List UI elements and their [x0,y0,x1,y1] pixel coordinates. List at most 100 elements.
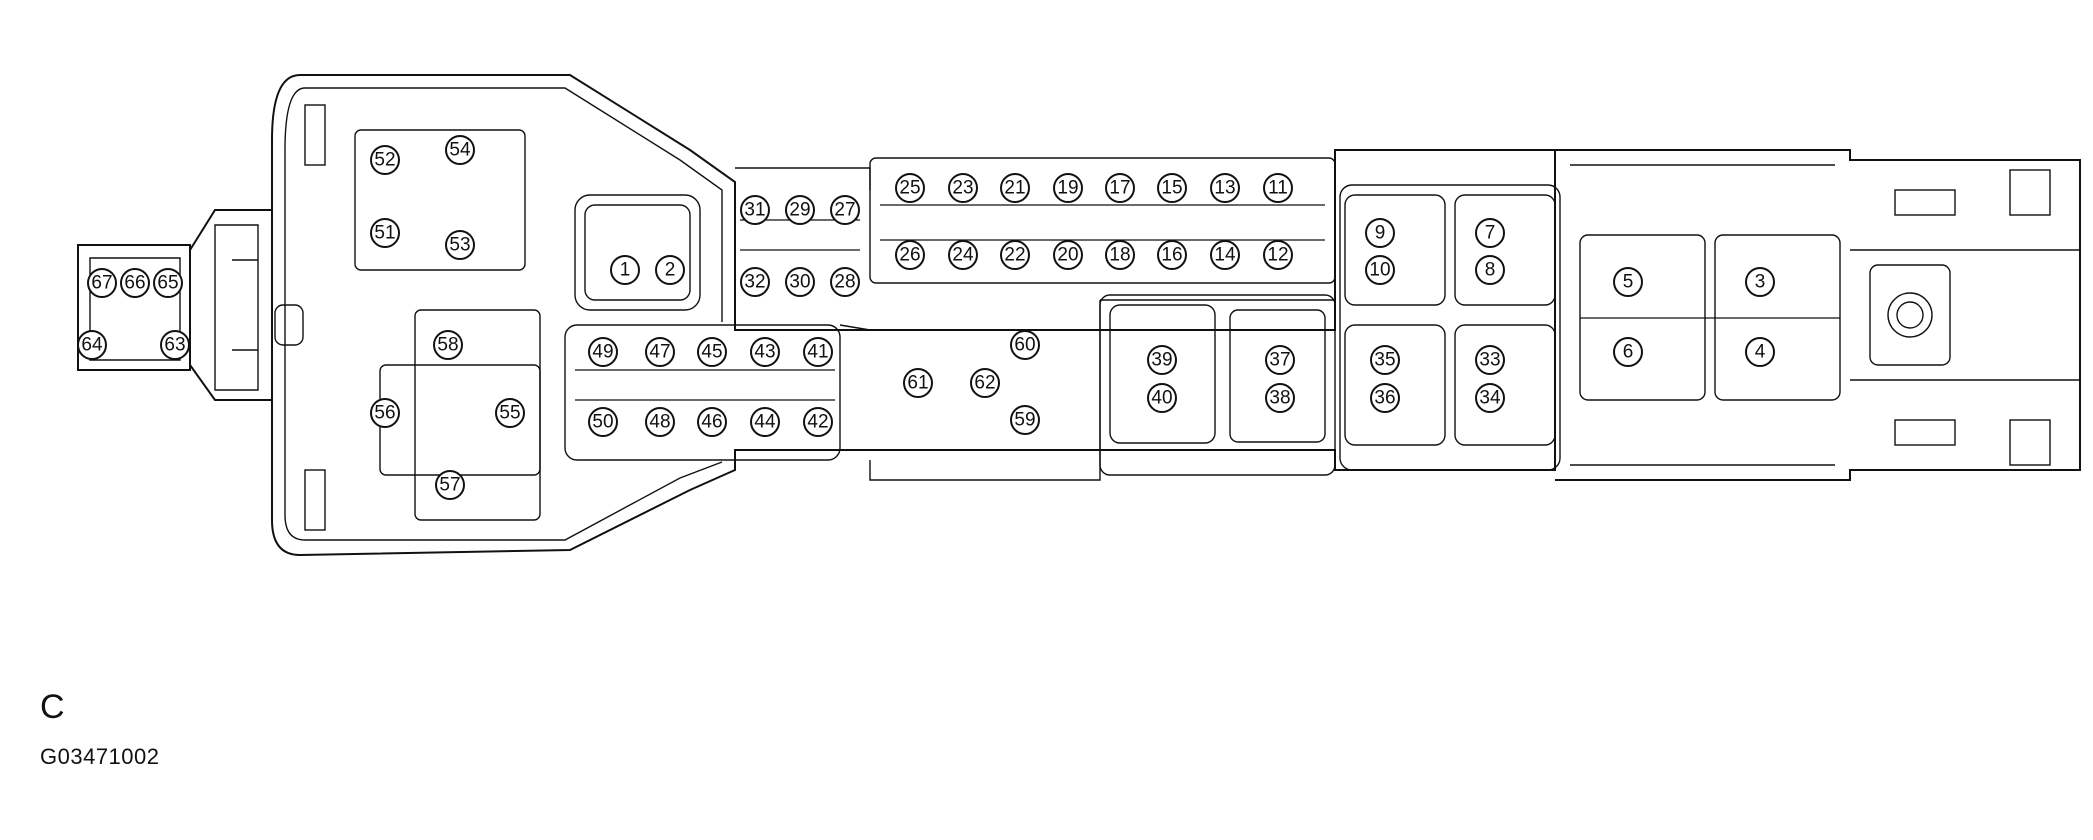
terminal-20: 20 [1053,240,1083,270]
terminal-57-label: 57 [439,475,460,496]
terminal-30: 30 [785,267,815,297]
terminal-21: 21 [1000,173,1030,203]
terminal-28: 28 [830,267,860,297]
terminal-64-label: 64 [81,335,103,356]
terminal-22-label: 22 [1004,245,1025,266]
terminal-45: 45 [697,337,727,367]
terminal-25-label: 25 [899,178,920,199]
terminal-61-label: 61 [907,373,928,394]
terminal-13: 13 [1210,173,1240,203]
terminal-26-label: 26 [899,245,920,266]
terminal-23: 23 [948,173,978,203]
terminal-5: 5 [1613,267,1643,297]
terminal-21-label: 21 [1004,178,1025,199]
terminal-28-label: 28 [834,272,855,293]
terminal-59-label: 59 [1014,410,1035,431]
terminal-66-label: 66 [124,273,145,294]
terminal-46: 46 [697,407,727,437]
terminal-36: 36 [1370,383,1400,413]
terminal-33-label: 33 [1479,350,1500,371]
terminal-58-label: 58 [437,335,458,356]
terminal-11-label: 11 [1268,178,1288,199]
terminal-62-label: 62 [974,373,995,394]
terminal-35-label: 35 [1374,350,1395,371]
terminal-18: 18 [1105,240,1135,270]
terminal-50: 50 [588,407,618,437]
terminal-34: 34 [1475,383,1505,413]
terminal-16: 16 [1157,240,1187,270]
terminal-31: 31 [740,195,770,225]
terminal-47-label: 47 [649,342,670,363]
terminal-32: 32 [740,267,770,297]
terminal-51: 51 [370,218,400,248]
terminal-51-label: 51 [374,223,395,244]
terminal-64: 64 [77,330,107,360]
terminal-5-label: 5 [1623,272,1634,293]
terminal-55-label: 55 [499,403,520,424]
terminal-7-label: 7 [1485,223,1496,244]
terminal-42-label: 42 [807,412,828,433]
figure-code: G03471002 [40,744,160,769]
terminal-43: 43 [750,337,780,367]
terminal-55: 55 [495,398,525,428]
terminal-24-label: 24 [952,245,974,266]
terminal-19-label: 19 [1057,178,1078,199]
terminal-56: 56 [370,398,400,428]
terminal-11: 11 [1263,173,1293,203]
terminal-3: 3 [1745,267,1775,297]
terminal-26: 26 [895,240,925,270]
terminal-63: 63 [160,330,190,360]
terminal-49-label: 49 [592,342,613,363]
terminal-27: 27 [830,195,860,225]
terminal-53: 53 [445,230,475,260]
terminal-45-label: 45 [701,342,722,363]
terminal-29-label: 29 [789,200,810,221]
terminal-31-label: 31 [744,200,765,221]
terminal-41-label: 41 [807,342,828,363]
terminal-8: 8 [1475,255,1505,285]
terminal-44-label: 44 [754,412,776,433]
terminal-24: 24 [948,240,978,270]
terminal-9-label: 9 [1375,223,1386,244]
terminal-7: 7 [1475,218,1505,248]
terminal-6-label: 6 [1623,342,1634,363]
terminal-36-label: 36 [1374,388,1395,409]
terminal-4: 4 [1745,337,1775,367]
terminal-17-label: 17 [1109,178,1130,199]
terminal-53-label: 53 [449,235,470,256]
terminal-1-label: 1 [620,260,631,281]
terminal-42: 42 [803,407,833,437]
terminal-41: 41 [803,337,833,367]
terminal-12-label: 12 [1267,245,1288,266]
terminal-17: 17 [1105,173,1135,203]
terminal-67-label: 67 [91,273,112,294]
terminal-34-label: 34 [1479,388,1501,409]
terminal-38-label: 38 [1269,388,1290,409]
terminal-30-label: 30 [789,272,810,293]
terminal-32-label: 32 [744,272,765,293]
terminal-44: 44 [750,407,780,437]
terminal-33: 33 [1475,345,1505,375]
terminal-47: 47 [645,337,675,367]
terminal-19: 19 [1053,173,1083,203]
terminal-63-label: 63 [164,335,185,356]
terminal-38: 38 [1265,383,1295,413]
terminal-54-label: 54 [449,140,471,161]
terminal-49: 49 [588,337,618,367]
terminal-2: 2 [655,255,685,285]
terminal-58: 58 [433,330,463,360]
terminal-67: 67 [87,268,117,298]
terminal-57: 57 [435,470,465,500]
terminal-23-label: 23 [952,178,973,199]
terminal-8-label: 8 [1485,260,1496,281]
terminal-65-label: 65 [157,273,178,294]
terminal-10: 10 [1365,255,1395,285]
terminal-4-label: 4 [1755,342,1766,363]
terminal-14: 14 [1210,240,1240,270]
terminal-56-label: 56 [374,403,395,424]
terminal-39: 39 [1147,345,1177,375]
terminal-59: 59 [1010,405,1040,435]
terminal-15-label: 15 [1161,178,1182,199]
terminal-16-label: 16 [1161,245,1182,266]
terminal-61: 61 [903,368,933,398]
